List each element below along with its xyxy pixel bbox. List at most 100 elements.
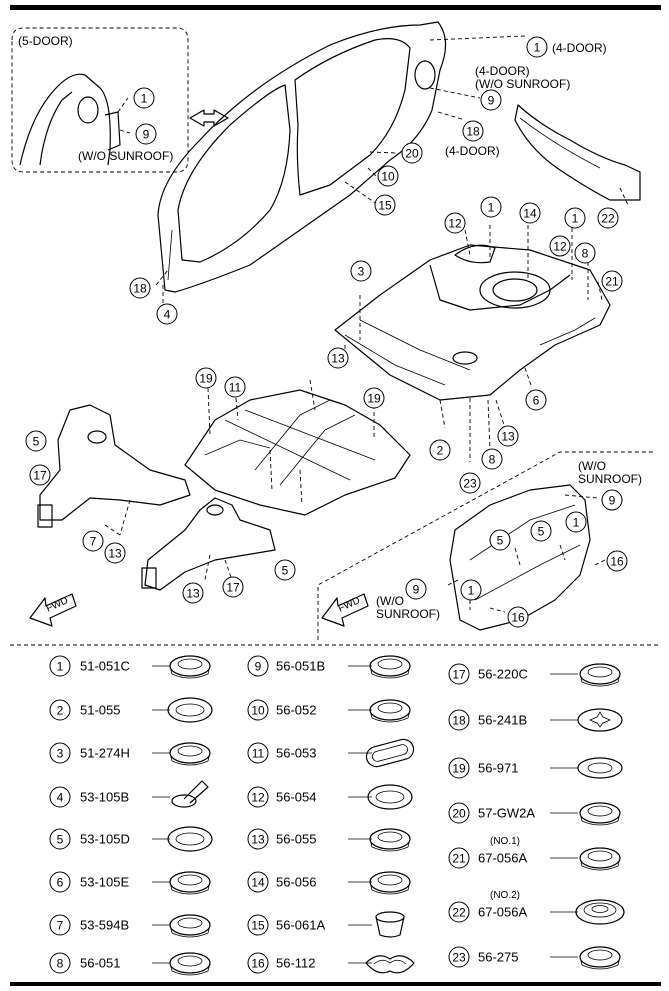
part-illustration — [369, 828, 411, 852]
callout-12: 12 — [444, 212, 466, 234]
part-illustration — [169, 742, 211, 766]
callout-1: 1 — [565, 511, 587, 533]
callout-number: 18 — [466, 125, 480, 139]
rear-bracket — [514, 104, 641, 206]
callout-18: 18 — [462, 120, 484, 142]
callout-number: 11 — [229, 381, 242, 395]
ref-number: 18 — [452, 714, 466, 728]
callout-number: 1 — [141, 92, 148, 106]
callout-20: 20 — [401, 142, 423, 164]
part-number: 51-051C — [80, 659, 130, 674]
part-illustration — [365, 738, 415, 768]
ref-number: 23 — [452, 951, 466, 965]
callout-number: 17 — [226, 581, 240, 595]
part-illustration — [369, 655, 411, 679]
five-door-inset: (5-DOOR) (W/O SUNROOF) — [11, 27, 229, 173]
callout-number: 5 — [282, 564, 289, 578]
callout-23: 23 — [459, 472, 481, 494]
callout-18: 18 — [129, 277, 151, 299]
part-illustration — [169, 871, 211, 895]
part-illustration — [579, 847, 621, 871]
callout-number: 12 — [553, 240, 567, 254]
callout-number: 13 — [331, 352, 345, 366]
callout-1: 1 — [526, 36, 548, 58]
callout-number: 4 — [164, 308, 171, 322]
ref-number: 16 — [251, 957, 265, 971]
callout-19: 19 — [363, 387, 385, 409]
callout-number: 9 — [488, 94, 495, 108]
callout-number: 22 — [601, 212, 615, 226]
callout-16: 16 — [507, 606, 529, 628]
parts-row-7: 7 53-594B — [49, 914, 211, 938]
ref-number: 13 — [251, 833, 265, 847]
callout-number: 7 — [90, 535, 97, 549]
ref-number: 21 — [452, 852, 466, 866]
callout-3: 3 — [350, 260, 372, 282]
part-illustration — [579, 663, 621, 687]
part-number: 56-061A — [276, 918, 325, 933]
part-note: (NO.1) — [490, 836, 520, 847]
callout-number: 18 — [133, 282, 147, 296]
part-number: 56-275 — [478, 950, 518, 965]
bottom-rule — [10, 982, 661, 986]
part-illustration — [367, 784, 413, 810]
part-illustration — [579, 946, 621, 970]
part-number: 56-054 — [276, 790, 316, 805]
top-rule — [10, 5, 661, 10]
callout-number: 16 — [511, 611, 525, 625]
ref-number: 12 — [251, 791, 265, 805]
callout-21: 21 — [601, 270, 623, 292]
callout-1: 1 — [133, 87, 155, 109]
ref-number: 14 — [251, 876, 265, 890]
callout-number: 9 — [143, 128, 150, 142]
callout-number: 1 — [468, 584, 475, 598]
rear-panel-inset: (W/O SUNROOF) (W/O SUNROOF) — [317, 451, 655, 640]
part-number: 67-056A — [478, 851, 527, 866]
ref-number: 7 — [57, 919, 64, 933]
callout-1: 1 — [564, 207, 586, 229]
label-four-door-18: (4-DOOR) — [445, 144, 500, 158]
callout-17: 17 — [29, 464, 51, 486]
callout-5: 5 — [530, 520, 552, 542]
callout-6: 6 — [525, 389, 547, 411]
label-wo-bottom-b: SUNROOF) — [376, 607, 440, 621]
callout-2: 2 — [429, 439, 451, 461]
part-illustration — [167, 697, 213, 723]
svg-text:FWD: FWD — [337, 595, 362, 615]
callout-4: 4 — [156, 303, 178, 325]
callout-number: 1 — [534, 41, 541, 55]
callout-number: 17 — [33, 469, 47, 483]
callout-number: 13 — [186, 587, 200, 601]
part-number: 53-594B — [80, 918, 129, 933]
part-number: 51-055 — [80, 703, 120, 718]
callout-10: 10 — [377, 165, 399, 187]
part-illustration — [171, 780, 209, 808]
callout-13: 13 — [104, 542, 126, 564]
label-wo-bottom-a: (W/O — [376, 594, 404, 608]
parts-row-21: 21 67-056A (NO.1) — [448, 836, 621, 871]
ref-number: 1 — [57, 660, 64, 674]
fwd-arrow-left: FWD — [29, 593, 77, 627]
ref-number: 22 — [452, 906, 466, 920]
callout-8: 8 — [574, 242, 596, 264]
front-side-member-right — [141, 497, 276, 591]
part-illustration — [577, 708, 623, 732]
callout-number: 21 — [605, 275, 619, 289]
ref-number: 19 — [452, 762, 466, 776]
part-number: 56-055 — [276, 832, 316, 847]
part-number: 53-105E — [80, 875, 129, 890]
front-floor-pan — [184, 379, 411, 516]
callout-9: 9 — [480, 89, 502, 111]
ref-number: 5 — [57, 833, 64, 847]
parts-row-23: 23 56-275 — [448, 946, 621, 970]
callout-number: 12 — [448, 217, 462, 231]
